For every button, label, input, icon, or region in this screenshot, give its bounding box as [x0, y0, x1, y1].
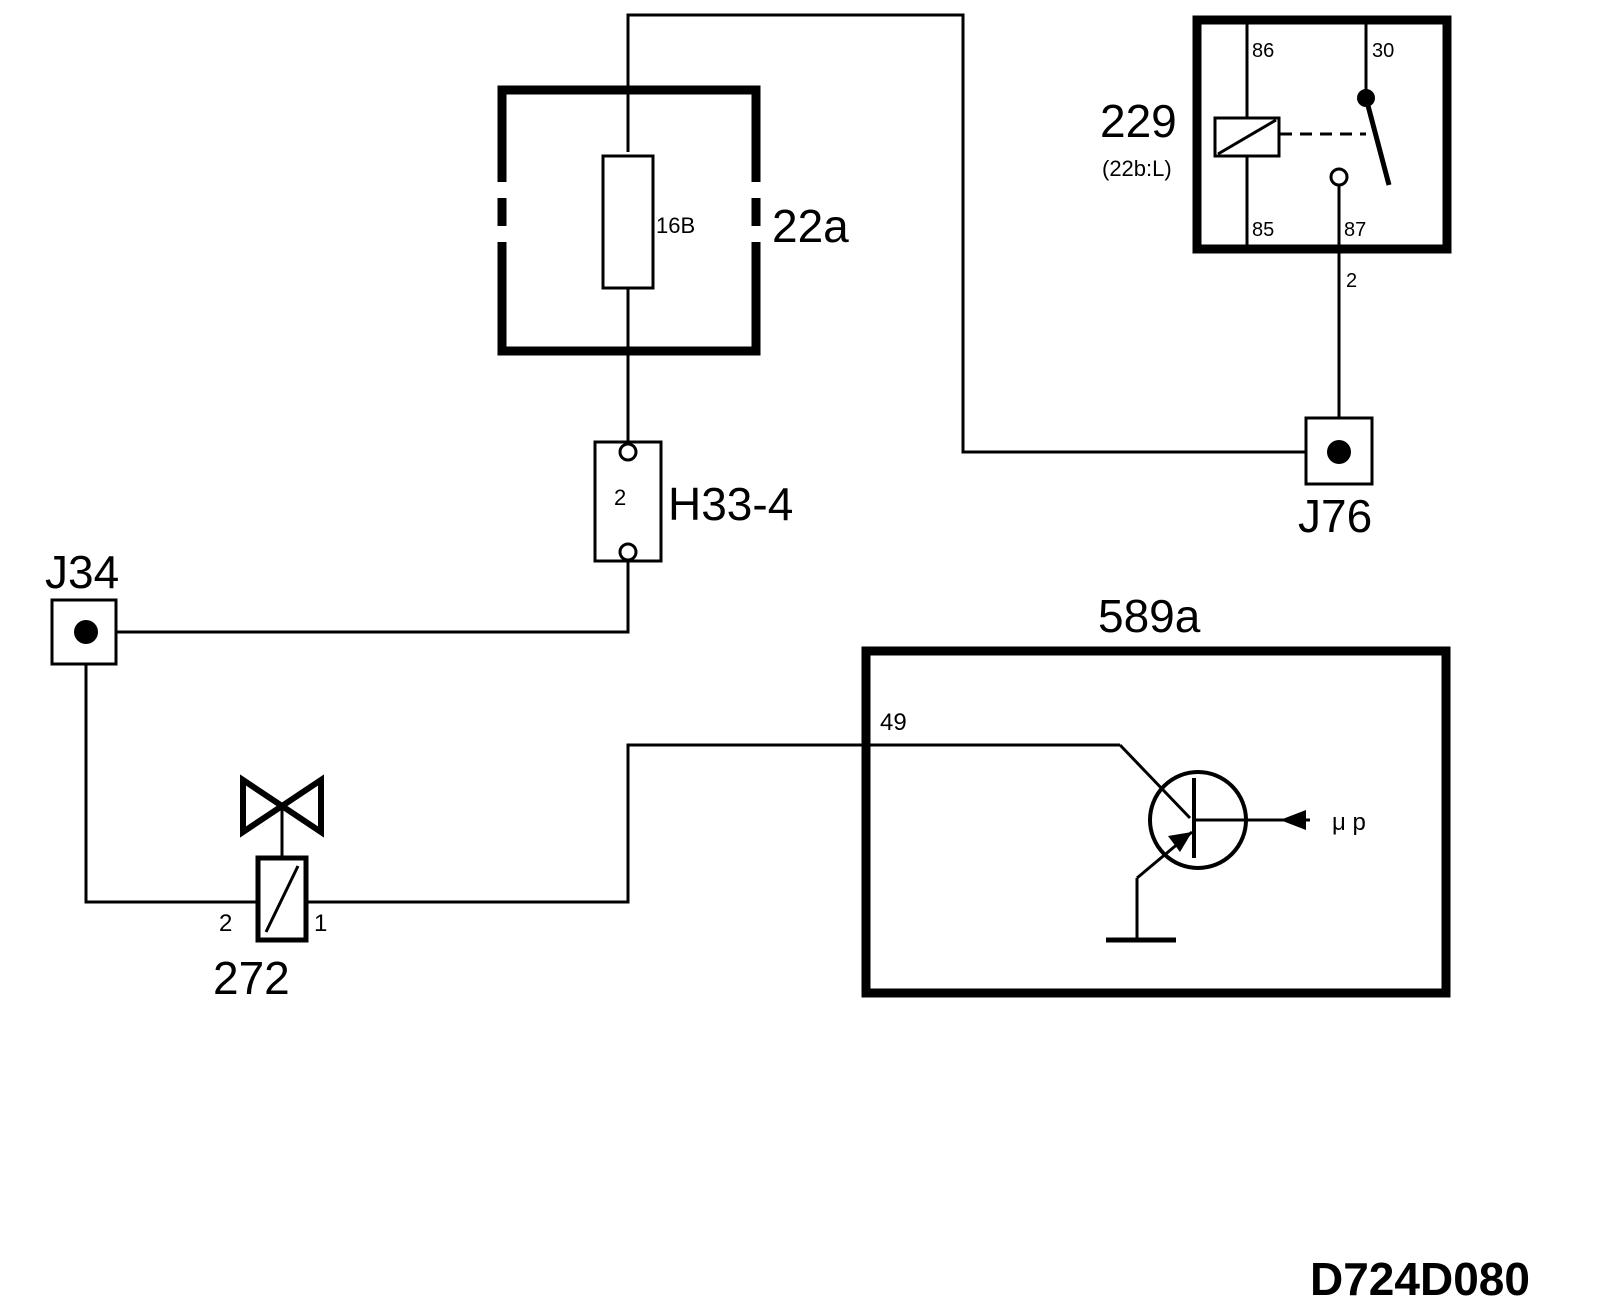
valve-272: 2 1 272: [213, 774, 327, 1004]
connector-label: H33-4: [668, 478, 793, 530]
transistor-collector: [1118, 743, 1192, 820]
relay-frame: [1192, 15, 1452, 254]
junction-j34: J34: [45, 546, 119, 666]
control-unit-frame: [861, 646, 1451, 998]
relay-label: 229: [1100, 95, 1177, 147]
fuse-rating: 16B: [656, 213, 695, 238]
junction-j76-label: J76: [1298, 490, 1372, 542]
control-unit-pin-49: 49: [880, 709, 907, 736]
connector-pin-number: 2: [614, 485, 626, 510]
relay-contact-87: [1329, 167, 1349, 187]
junction-j76-dot: [1327, 440, 1351, 464]
relay-pin-85: 85: [1252, 219, 1274, 241]
emitter-arrow: [1168, 832, 1192, 852]
valve-label: 272: [213, 952, 290, 1004]
connector-pin-bottom: [618, 542, 638, 562]
relay-pin-87: 87: [1344, 219, 1366, 241]
fuse-box-22a: 16B 22a: [497, 85, 849, 356]
wire-fuse-to-j76: [626, 13, 1308, 454]
relay-output-wire-label: 2: [1346, 270, 1357, 292]
valve-pin-right: 1: [314, 910, 327, 937]
relay-pin-86: 86: [1252, 40, 1274, 62]
valve-pin-left: 2: [219, 910, 232, 937]
fuse-element: [601, 154, 655, 290]
junction-j34-dot: [74, 620, 98, 644]
wire-j34-to-valve: [84, 632, 258, 904]
connector-pin-top: [618, 442, 638, 462]
diagram-id: D724D080: [1310, 1253, 1530, 1305]
relay-pin-30: 30: [1372, 40, 1394, 62]
relay-coil-slash: [1217, 118, 1277, 156]
control-unit-589a: 589a 49 μ p: [861, 590, 1451, 998]
relay-sublabel: (22b:L): [1102, 156, 1172, 181]
microprocessor-signal-label: μ p: [1332, 809, 1366, 836]
wires: [84, 13, 1341, 904]
wire-h33-to-j34: [86, 554, 630, 634]
junction-j76: J76: [1298, 416, 1374, 542]
relay-229: 86 30 85 87 229 (22b:L) 2: [1100, 15, 1452, 292]
valve-solenoid-slash: [264, 865, 300, 933]
wire-valve-to-control-unit: [306, 743, 1120, 904]
control-unit-label: 589a: [1098, 590, 1201, 642]
fuse-box-label: 22a: [772, 200, 849, 252]
relay-switch-arm: [1363, 97, 1392, 186]
connector-body: [593, 440, 663, 563]
junction-j34-label: J34: [45, 546, 119, 598]
connector-h33-4: 2 H33-4: [593, 440, 793, 563]
base-input-arrow: [1280, 810, 1306, 830]
fuse-box-frame: [497, 85, 761, 356]
